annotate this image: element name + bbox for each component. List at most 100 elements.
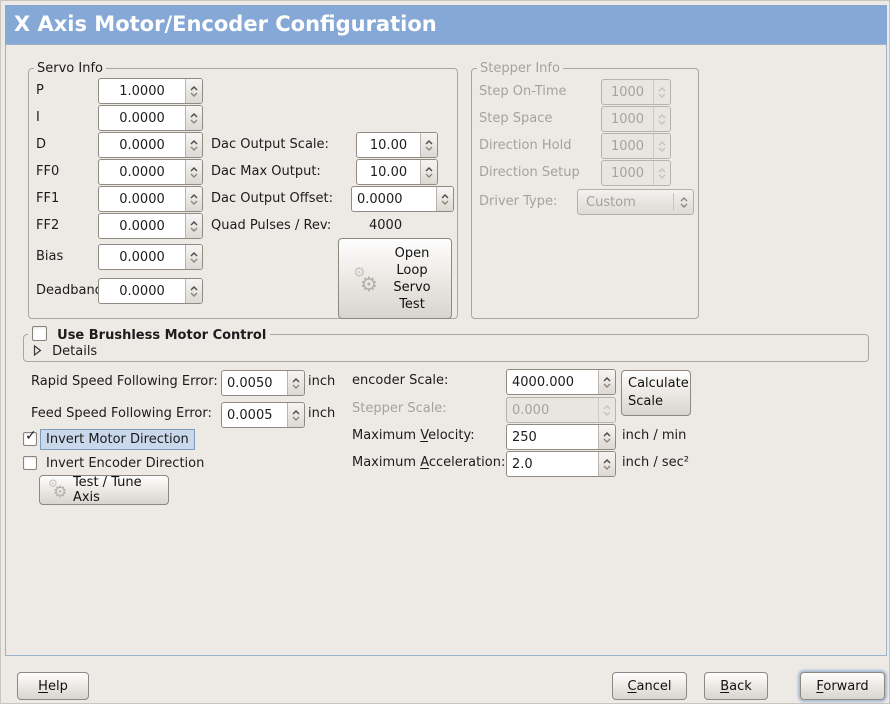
spin-maximum-acceleration-value[interactable]: 2.0 xyxy=(512,456,533,472)
use-brushless-checkbox[interactable] xyxy=(32,326,47,341)
spin-up-icon xyxy=(658,167,666,172)
label-direction-hold: Direction Hold xyxy=(479,138,572,153)
invert-encoder-label[interactable]: Invert Encoder Direction xyxy=(46,456,205,471)
spin-dac-max-output-value[interactable]: 10.00 xyxy=(369,164,408,180)
spin-ff2-value[interactable]: 0.0000 xyxy=(119,218,165,234)
calculate-scale-button[interactable]: Calculate Scale xyxy=(621,370,691,416)
invert-motor-checkbox[interactable]: ✓ xyxy=(23,428,37,446)
spin-stepper-scale-value: 0.000 xyxy=(512,402,550,418)
spin-maximum-acceleration-arrows[interactable] xyxy=(598,452,615,476)
spin-encoder-scale[interactable]: 4000.000 xyxy=(506,369,616,395)
spin-i-value[interactable]: 0.0000 xyxy=(119,110,165,126)
page-title: X Axis Motor/Encoder Configuration xyxy=(5,5,887,44)
spin-up-icon xyxy=(190,220,198,225)
spin-maximum-velocity-value[interactable]: 250 xyxy=(512,429,537,445)
spin-maximum-acceleration[interactable]: 2.0 xyxy=(506,451,616,477)
spin-ff2[interactable]: 0.0000 xyxy=(98,213,203,239)
cancel-button[interactable]: Cancel xyxy=(612,672,687,700)
spin-encoder-scale-arrows[interactable] xyxy=(598,370,615,394)
spin-d-value[interactable]: 0.0000 xyxy=(119,137,165,153)
help-button-label: Help xyxy=(38,678,68,694)
details-expander[interactable]: Details xyxy=(31,344,97,360)
forward-button-label: Forward xyxy=(816,678,869,694)
checkmark-icon: ✓ xyxy=(25,428,37,444)
spin-ff2-arrows[interactable] xyxy=(185,214,202,238)
spin-bias-value[interactable]: 0.0000 xyxy=(119,249,165,265)
label-d: D xyxy=(36,137,47,152)
spin-dac-output-scale[interactable]: 10.00 xyxy=(356,132,438,158)
expander-triangle-icon[interactable] xyxy=(31,344,43,357)
spin-i[interactable]: 0.0000 xyxy=(98,105,203,131)
details-expander-label[interactable]: Details xyxy=(52,344,98,359)
forward-button[interactable]: Forward xyxy=(800,672,885,700)
spin-down-icon xyxy=(603,383,611,388)
spin-ff0[interactable]: 0.0000 xyxy=(98,159,203,185)
spin-up-icon xyxy=(425,139,433,144)
spin-maximum-velocity[interactable]: 250 xyxy=(506,424,616,450)
spin-dac-max-output-arrows[interactable] xyxy=(420,160,437,184)
spin-bias-arrows[interactable] xyxy=(185,245,202,269)
spin-p[interactable]: 1.0000 xyxy=(98,78,203,104)
label-maximum-velocity: Maximum Velocity: xyxy=(352,428,475,443)
spin-rapid-following-error[interactable]: 0.0050 xyxy=(221,370,305,396)
spin-up-icon xyxy=(292,377,300,382)
label-maximum-acceleration: Maximum Acceleration: xyxy=(352,455,506,470)
label-ff0: FF0 xyxy=(36,164,60,179)
spin-down-icon xyxy=(603,465,611,470)
spin-d-arrows[interactable] xyxy=(185,133,202,157)
test-tune-axis-button[interactable]: ⚙⚙ Test / Tune Axis xyxy=(39,475,169,505)
invert-motor-label[interactable]: Invert Motor Direction xyxy=(40,429,195,450)
spin-ff1-value[interactable]: 0.0000 xyxy=(119,191,165,207)
back-button-label: Back xyxy=(720,678,752,694)
spin-step-space: 1000 xyxy=(601,106,671,132)
spin-p-value[interactable]: 1.0000 xyxy=(119,83,165,99)
spin-ff0-value[interactable]: 0.0000 xyxy=(119,164,165,180)
spin-down-icon xyxy=(190,200,198,205)
spin-dac-output-scale-arrows[interactable] xyxy=(420,133,437,157)
spin-direction-hold-value: 1000 xyxy=(610,138,645,154)
label-i: I xyxy=(36,110,40,125)
spin-encoder-scale-value[interactable]: 4000.000 xyxy=(512,374,575,390)
spin-ff0-arrows[interactable] xyxy=(185,160,202,184)
spin-stepper-scale: 0.000 xyxy=(506,397,616,423)
combo-arrows xyxy=(674,196,693,208)
spin-bias[interactable]: 0.0000 xyxy=(98,244,203,270)
spin-dac-output-offset-value[interactable]: 0.0000 xyxy=(357,191,403,207)
spin-feed-following-error-arrows[interactable] xyxy=(287,403,304,427)
spin-maximum-velocity-arrows[interactable] xyxy=(598,425,615,449)
spin-dac-output-offset-arrows[interactable] xyxy=(436,187,453,211)
spin-up-icon xyxy=(292,409,300,414)
driver-type-combobox: Custom xyxy=(577,189,694,215)
use-brushless-label: Use Brushless Motor Control xyxy=(57,328,267,343)
spin-up-icon xyxy=(190,166,198,171)
servo-info-frame-title: Servo Info xyxy=(34,61,106,76)
spin-down-icon xyxy=(658,174,666,179)
spin-dac-output-scale-value[interactable]: 10.00 xyxy=(369,137,408,153)
spin-deadband-value[interactable]: 0.0000 xyxy=(119,283,165,299)
spin-dac-output-offset[interactable]: 0.0000 xyxy=(351,186,454,212)
combo-down-icon xyxy=(680,203,687,208)
combo-up-icon xyxy=(680,196,687,201)
spin-direction-setup-arrows xyxy=(653,161,670,185)
spin-d[interactable]: 0.0000 xyxy=(98,132,203,158)
help-button[interactable]: Help xyxy=(17,672,89,700)
spin-feed-following-error-value[interactable]: 0.0005 xyxy=(227,407,273,423)
invert-encoder-checkbox[interactable] xyxy=(23,456,37,470)
open-loop-servo-test-label: Open Loop Servo Test xyxy=(393,245,431,312)
spin-deadband[interactable]: 0.0000 xyxy=(98,278,203,304)
label-direction-setup: Direction Setup xyxy=(479,165,580,180)
spin-ff1[interactable]: 0.0000 xyxy=(98,186,203,212)
open-loop-servo-test-button[interactable]: ⚙⚙ Open Loop Servo Test xyxy=(338,238,452,319)
spin-p-arrows[interactable] xyxy=(185,79,202,103)
spin-rapid-following-error-arrows[interactable] xyxy=(287,371,304,395)
calculate-scale-label: Calculate Scale xyxy=(628,376,689,409)
spin-rapid-following-error-value[interactable]: 0.0050 xyxy=(227,375,273,391)
spin-dac-max-output[interactable]: 10.00 xyxy=(356,159,438,185)
spin-down-icon xyxy=(190,227,198,232)
spin-i-arrows[interactable] xyxy=(185,106,202,130)
brushless-frame xyxy=(23,334,869,362)
spin-feed-following-error[interactable]: 0.0005 xyxy=(221,402,305,428)
back-button[interactable]: Back xyxy=(704,672,768,700)
spin-deadband-arrows[interactable] xyxy=(185,279,202,303)
spin-ff1-arrows[interactable] xyxy=(185,187,202,211)
